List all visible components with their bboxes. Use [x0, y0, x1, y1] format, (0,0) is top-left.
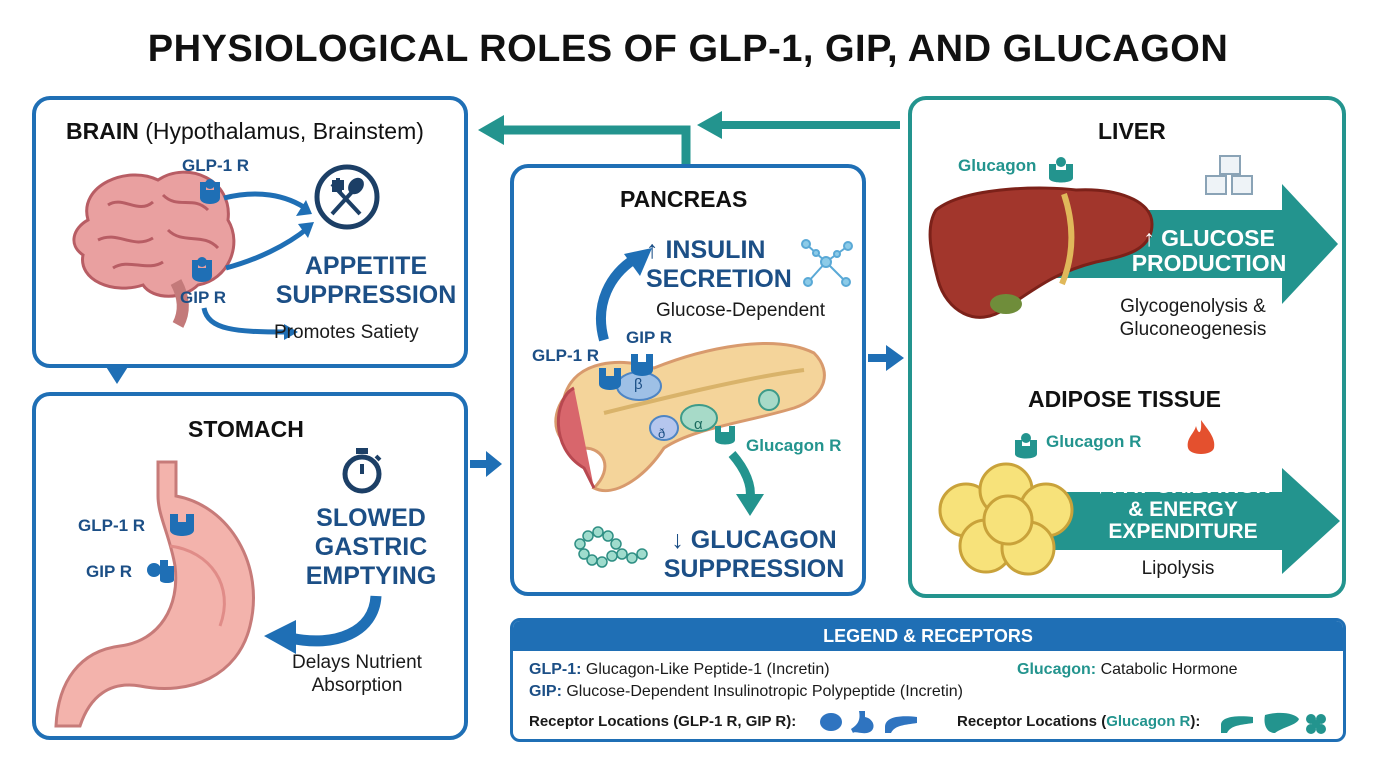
appetite-suppression-text: APPETITE SUPPRESSION [275, 252, 457, 309]
legend-glucagon-term: Glucagon: [1017, 661, 1097, 678]
adipose-cells-icon [938, 462, 1074, 576]
liver-adipose-panel: LIVER Glucagon ↑ GLUCOSE PRODUCTION Glyc… [908, 96, 1346, 598]
arrowhead-left [478, 115, 504, 145]
insulin-secretion-text: ↑ INSULIN SECRETION [646, 236, 792, 293]
gip-receptor-icon [192, 257, 212, 282]
brain-title: BRAIN [66, 118, 139, 144]
fat-oxidation-text: ↑ FAT OXIDATION & ENERGY EXPENDITURE [1095, 475, 1271, 544]
stomach-heading: STOMACH [188, 416, 304, 442]
legend-glucagon-locations-suffix: ): [1190, 713, 1201, 730]
stomach-glp1-receptor-icon [170, 514, 194, 536]
flame-icon [1187, 420, 1215, 454]
stomach-effect-arrow [264, 595, 382, 654]
brain-panel: BRAIN (Hypothalamus, Brainstem) GLP-1 R … [32, 96, 468, 368]
brain-effect-arrows [201, 191, 314, 340]
pancreas-glucagon-label: Glucagon R [746, 436, 842, 455]
alpha-cell-label: α [694, 416, 703, 433]
insulin-molecule-icon [801, 239, 853, 287]
legend-gip-term: GIP: [529, 683, 562, 700]
legend-liver-icon [1264, 712, 1299, 733]
glp1-receptor-icon [200, 179, 220, 204]
stomach-icon [54, 460, 255, 728]
glucose-production-text: ↑ GLUCOSE PRODUCTION [1131, 225, 1287, 276]
adipose-glucagon-receptor-icon [1015, 433, 1037, 459]
liver-note: Glycogenolysis & Gluconeogenesis [1119, 296, 1267, 340]
slowed-gastric-emptying-text: SLOWED GASTRIC EMPTYING [305, 504, 437, 590]
liver-glucagon-label: Glucagon [958, 156, 1037, 175]
pancreas-gip-label: GIP R [626, 328, 672, 347]
stopwatch-icon [342, 448, 382, 494]
stomach-note: Delays Nutrient Absorption [292, 652, 422, 696]
legend-incretin-organ-icons [820, 711, 917, 734]
fat-oxidation-arrow [1020, 468, 1340, 574]
liver-heading: LIVER [1098, 118, 1166, 144]
pancreas-icon [554, 342, 826, 493]
stomach-panel: STOMACH GLP-1 R GIP R SLOWED GASTRIC EMP… [32, 392, 468, 740]
legend-glp1: GLP-1: Glucagon-Like Peptide-1 (Incretin… [529, 661, 830, 679]
pancreas-gip-receptor-icon [631, 354, 653, 376]
stomach-gip-receptor-icon [147, 560, 174, 583]
brain-gip-label: GIP R [180, 288, 226, 307]
glucagon-down-arrow [728, 451, 764, 516]
arrowhead-left-2 [697, 111, 722, 139]
stomach-gip-label: GIP R [86, 562, 132, 581]
brain-note: Promotes Satiety [274, 322, 419, 343]
legend-title: LEGEND & RECEPTORS [513, 621, 1343, 651]
glucose-cubes-icon [1205, 155, 1253, 195]
adipose-heading: ADIPOSE TISSUE [1028, 386, 1221, 412]
pancreas-glp1-receptor-icon [599, 368, 621, 390]
liver-icon [928, 186, 1154, 319]
adipose-glucagon-label: Glucagon R [1046, 432, 1142, 451]
brain-subtitle: (Hypothalamus, Brainstem) [145, 118, 424, 144]
legend-panel: LEGEND & RECEPTORS GLP-1: Glucagon-Like … [510, 618, 1346, 742]
fork-spoon-icon [314, 164, 380, 230]
legend-brain-icon [820, 713, 842, 731]
brain-glp1-label: GLP-1 R [182, 156, 250, 175]
legend-incretin-locations: Receptor Locations (GLP-1 R, GIP R): [529, 713, 797, 730]
pancreas-panel: PANCREAS ↑ INSULIN SECRETION Glucose-Dep… [510, 164, 866, 596]
legend-pancreas-icon [885, 716, 917, 733]
legend-adipose-icon [1306, 714, 1326, 734]
legend-glucagon-locations-prefix: Receptor Locations ( [957, 713, 1107, 730]
legend-glucagon-definition: Catabolic Hormone [1100, 661, 1238, 678]
legend-glucagon-organ-icons [1221, 712, 1326, 734]
beta-cell-label: β [634, 376, 643, 393]
legend-glp1-term: GLP-1: [529, 661, 582, 678]
legend-glucagon: Glucagon: Catabolic Hormone [1017, 661, 1238, 679]
legend-glucagon-locations-term: Glucagon R [1106, 713, 1191, 730]
page-title: PHYSIOLOGICAL ROLES OF GLP-1, GIP, AND G… [147, 28, 1229, 70]
legend-glucagon-locations: Receptor Locations (Glucagon R): [957, 713, 1200, 730]
legend-gip: GIP: Glucose-Dependent Insulinotropic Po… [529, 683, 963, 701]
glucagon-peptide-icon [574, 526, 648, 568]
legend-stomach-icon [851, 711, 874, 734]
insulin-arrow [596, 248, 652, 342]
pancreas-glp1-label: GLP-1 R [532, 346, 600, 365]
arrowhead-right-2 [886, 345, 904, 371]
pancreas-glucagon-receptor-icon [715, 426, 735, 445]
brain-heading: BRAIN (Hypothalamus, Brainstem) [66, 118, 424, 145]
stomach-glp1-label: GLP-1 R [78, 516, 146, 535]
adipose-note: Lipolysis [1141, 558, 1215, 579]
pancreas-to-brain-arrow [500, 125, 691, 164]
pancreas-heading: PANCREAS [620, 186, 748, 212]
delta-cell-label: ð [658, 426, 666, 441]
legend-glp1-definition: Glucagon-Like Peptide-1 (Incretin) [585, 661, 830, 678]
legend-pancreas-teal-icon [1221, 716, 1253, 733]
glucagon-suppression-text: ↓ GLUCAGON SUPPRESSION [663, 526, 845, 583]
insulin-note: Glucose-Dependent [656, 300, 825, 321]
legend-gip-definition: Glucose-Dependent Insulinotropic Polypep… [566, 683, 964, 700]
arrowhead-right [486, 451, 502, 477]
liver-glucagon-receptor-icon [1049, 157, 1073, 183]
